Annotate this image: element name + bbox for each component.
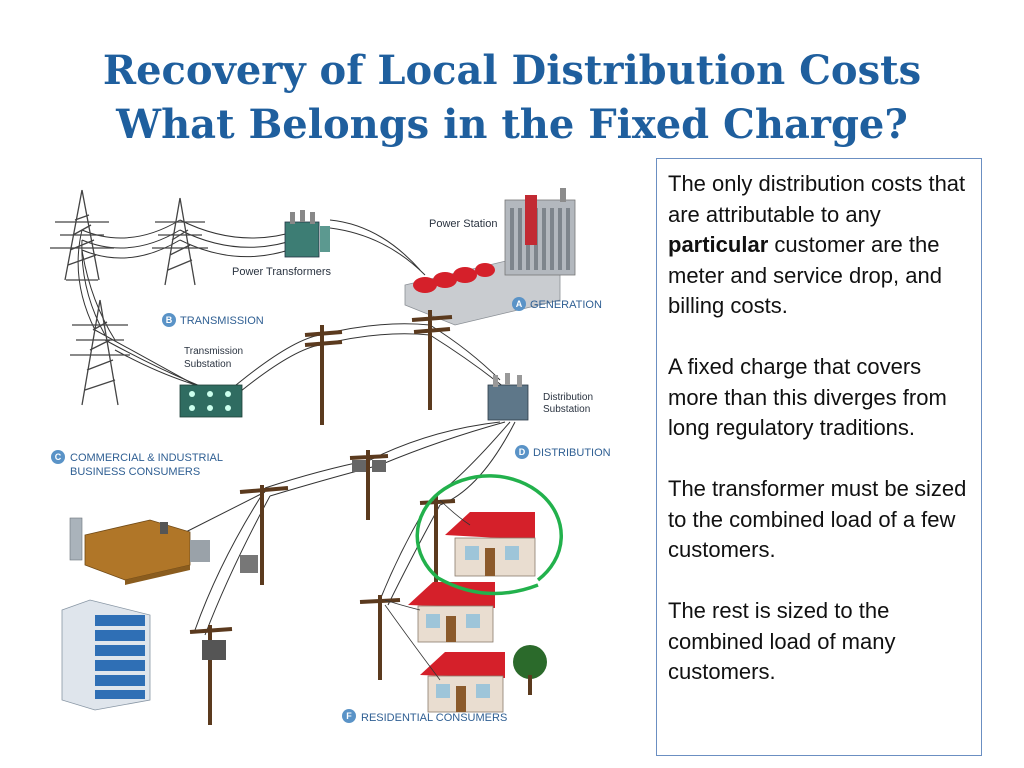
commercial-office-building	[61, 599, 151, 711]
distribution-substation-label-line-2: Substation	[543, 404, 590, 415]
transmission-substation-label-line-1: Transmission	[184, 346, 243, 357]
commercial-section-label: C COMMERCIAL & INDUSTRIAL BUSINESS CONSU…	[51, 450, 223, 478]
slide-title-line-2: What Belongs in the Fixed Charge?	[116, 101, 908, 148]
residential-house	[420, 652, 505, 713]
distribution-text: DISTRIBUTION	[533, 447, 611, 459]
service-drop-wires	[384, 499, 471, 681]
utility-pole	[189, 450, 456, 725]
explanation-textbox: The only distribution costs that are att…	[656, 158, 982, 756]
paragraph-1-part-b: customer are the meter and service drop,…	[668, 232, 942, 318]
utility-pole	[304, 310, 453, 425]
commercial-badge-letter: C	[55, 452, 62, 462]
commercial-factory	[69, 517, 210, 585]
residential-house	[445, 512, 536, 577]
distribution-substation-label-line-1: Distribution	[543, 392, 593, 403]
commercial-text-line-2: BUSINESS CONSUMERS	[70, 466, 200, 478]
paragraph-3: The transformer must be sized to the com…	[668, 476, 967, 562]
transmission-section-label: B TRANSMISSION	[162, 313, 264, 327]
residential-house	[408, 582, 495, 643]
power-transformer-unit	[284, 210, 330, 258]
power-station-label: Power Station	[429, 218, 497, 230]
transmission-badge-letter: B	[166, 315, 173, 325]
transmission-tower	[50, 189, 114, 281]
residential-badge-letter: F	[346, 711, 352, 721]
generation-text: GENERATION	[530, 299, 602, 311]
transformer-highlight-circle	[415, 474, 563, 582]
transmission-text: TRANSMISSION	[180, 315, 264, 327]
distribution-section-label: D DISTRIBUTION	[515, 445, 611, 459]
residential-text: RESIDENTIAL CONSUMERS	[361, 712, 507, 724]
transmission-tower	[152, 197, 208, 286]
slide-title-line-1: Recovery of Local Distribution Costs	[102, 47, 922, 94]
generation-badge-letter: A	[516, 299, 523, 309]
paragraph-1-part-a: The only distribution costs that are att…	[668, 171, 966, 227]
power-distribution-diagram: Power Transformers Power Station A GENER…	[50, 188, 611, 725]
transformer-highlight-circle-end	[437, 576, 539, 596]
paragraph-2: A fixed charge that covers more than thi…	[668, 354, 947, 440]
paragraph-4: The rest is sized to the combined load o…	[668, 598, 896, 684]
distribution-substation	[487, 373, 529, 421]
transmission-wires	[77, 219, 506, 401]
transmission-substation	[179, 384, 243, 418]
commercial-text-line-1: COMMERCIAL & INDUSTRIAL	[70, 452, 223, 464]
paragraph-1: The only distribution costs that are att…	[668, 169, 971, 322]
distribution-badge-letter: D	[519, 447, 526, 457]
paragraph-1-bold: particular	[668, 232, 769, 257]
transmission-substation-label-line-2: Substation	[184, 359, 231, 370]
transmission-tower	[70, 299, 130, 406]
residential-section-label: F RESIDENTIAL CONSUMERS	[342, 709, 507, 724]
pole-transformer	[202, 460, 386, 660]
generation-section-label: A GENERATION	[512, 297, 602, 311]
power-transformers-label: Power Transformers	[232, 266, 332, 278]
tree	[513, 645, 547, 695]
